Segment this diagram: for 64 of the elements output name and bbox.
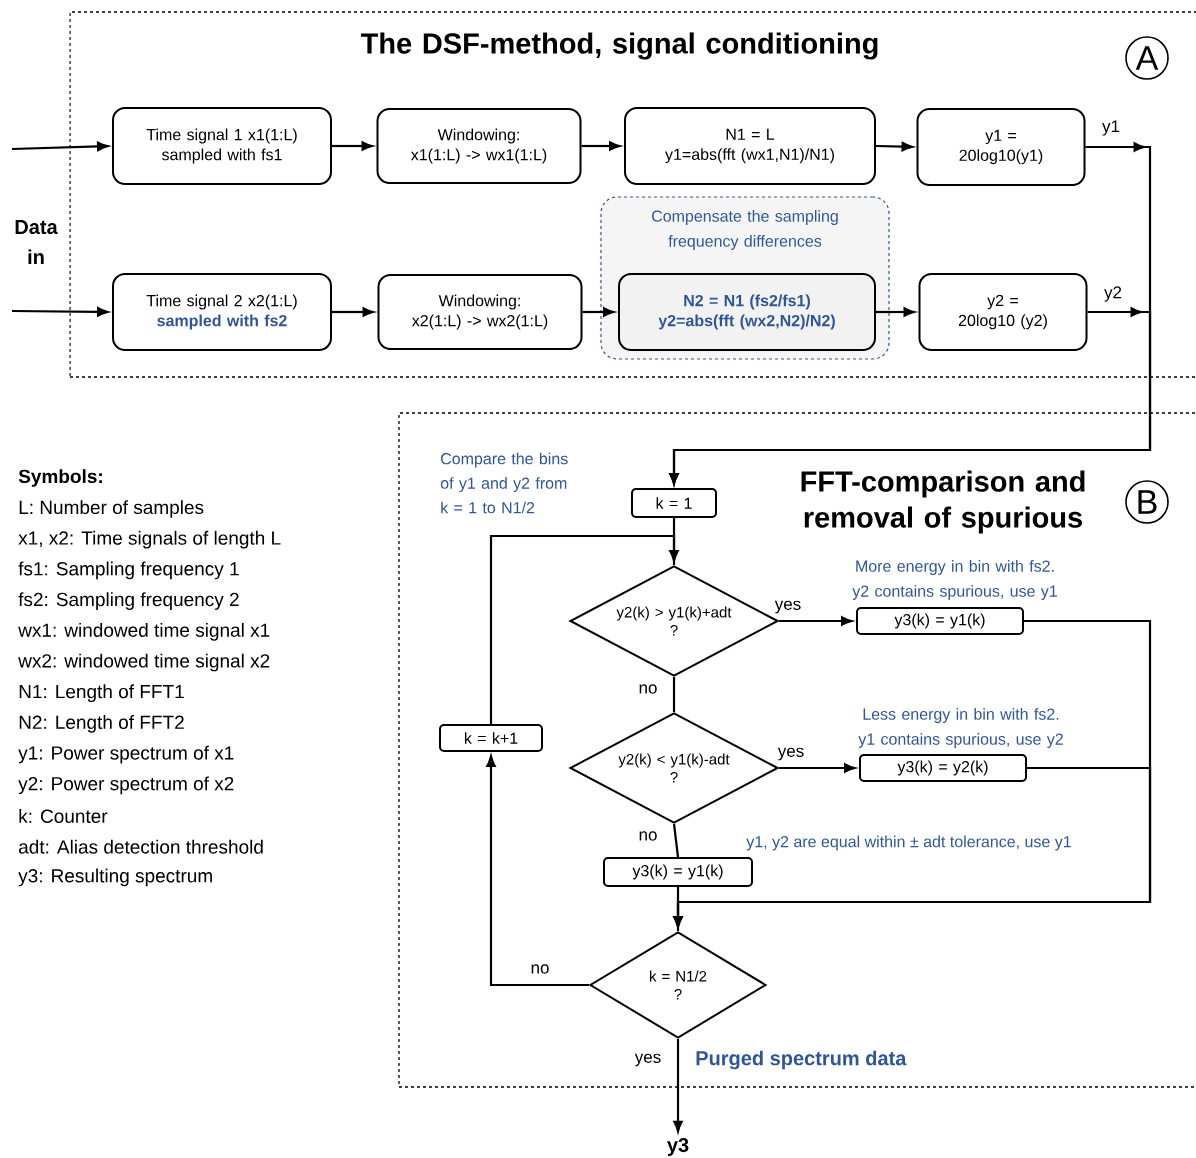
process-box: y3(k) = y2(k) — [859, 754, 1027, 782]
arrow — [876, 307, 915, 317]
note-text: y1, y2 are equal within ± adt tolerance, use y1 — [746, 835, 1071, 851]
process-box: Windowing: x2(1:L) -> wx2(1:L) — [377, 274, 583, 350]
output-label: y3 — [667, 1137, 689, 1157]
arrow — [581, 141, 621, 151]
arrow — [332, 307, 374, 317]
process-box: Time signal 2 x2(1:L) sampled with fs2 — [112, 273, 332, 351]
panel-title: The DSF-method, signal conditioning — [360, 32, 878, 60]
label-text: L: Number of samples — [19, 500, 204, 518]
connector-line — [676, 887, 680, 931]
edge-label: no — [637, 830, 659, 842]
heading-text: Purged spectrum data — [696, 1050, 907, 1070]
label-text: y3: Resulting spectrum — [18, 868, 212, 887]
label-text: N2: Length of FFT2 — [19, 715, 184, 733]
process-box: y1 = 20log10(y1) — [916, 108, 1086, 186]
connector-line — [672, 677, 676, 712]
arrow — [332, 141, 373, 151]
label-text: fs2: Sampling frequency 2 — [18, 592, 239, 610]
arrow — [876, 141, 913, 152]
heading-text: Symbols: — [18, 469, 102, 487]
arrow — [582, 307, 615, 317]
process-box: N1 = L y1=abs(fft (wx1,N1)/N1) — [624, 107, 876, 185]
process-box: y3(k) = y1(k) — [856, 607, 1024, 635]
edge-label: yes — [633, 1052, 663, 1068]
arrow — [779, 616, 853, 626]
note-text: More energy in bin with fs2. y2 contains spurious, use y1 — [852, 560, 1057, 600]
connector-line — [672, 823, 680, 858]
arrow — [673, 1039, 683, 1133]
process-box: N2 = N1 (fs2/fs1) y2=abs(fft (wx2,N2)/N2) — [618, 273, 876, 351]
edge-label: no — [637, 683, 659, 695]
arrow — [779, 763, 856, 773]
process-box: Time signal 1 x1(1:L) sampled with fs1 — [112, 107, 332, 185]
label-text: N1: Length of FFT1 — [19, 684, 184, 703]
label-text: x1, x2: Time signals of length L — [18, 530, 281, 549]
circled-letter: A — [1125, 36, 1169, 80]
arrow — [11, 141, 109, 152]
edge-label: y2 — [1103, 285, 1123, 303]
process-box: Windowing: x1(1:L) -> wx1(1:L) — [376, 108, 582, 184]
label-text: k: Counter — [19, 809, 108, 823]
label-text: wx2: windowed time signal x2 — [18, 653, 270, 672]
panel-title: FFT-comparison and removal of spurious — [801, 470, 1085, 534]
note-text: Less energy in bin with fs2. y1 contains spurious, use y2 — [858, 708, 1063, 748]
label-text: fs1: Sampling frequency 1 — [18, 561, 239, 580]
arrow — [489, 534, 679, 724]
connector-line — [672, 518, 676, 565]
heading-text: Data in — [15, 220, 58, 264]
process-box: y3(k) = y1(k) — [603, 857, 753, 887]
arrow — [12, 307, 109, 317]
label-text: adt: Alias detection threshold — [19, 839, 263, 854]
label-text: y1: Power spectrum of x1 — [18, 745, 234, 764]
process-box: k = 1 — [631, 488, 717, 518]
circled-letter: B — [1125, 480, 1169, 524]
arrow — [669, 307, 1152, 485]
label-text: wx1: windowed time signal x1 — [18, 622, 270, 641]
label-text: y2: Power spectrum of x2 — [18, 776, 234, 795]
edge-label: y1 — [1101, 119, 1121, 137]
process-box: k = k+1 — [439, 724, 543, 752]
arrow — [486, 755, 589, 987]
arrow — [673, 766, 1152, 928]
edge-label: no — [529, 963, 551, 975]
label-text: Compare the bins of y1 and y2 from k = 1 to N1/2 — [440, 452, 568, 514]
process-box: y2 = 20log10 (y2) — [918, 273, 1088, 351]
group-heading: Compensate the sampling frequency differences — [652, 210, 838, 250]
